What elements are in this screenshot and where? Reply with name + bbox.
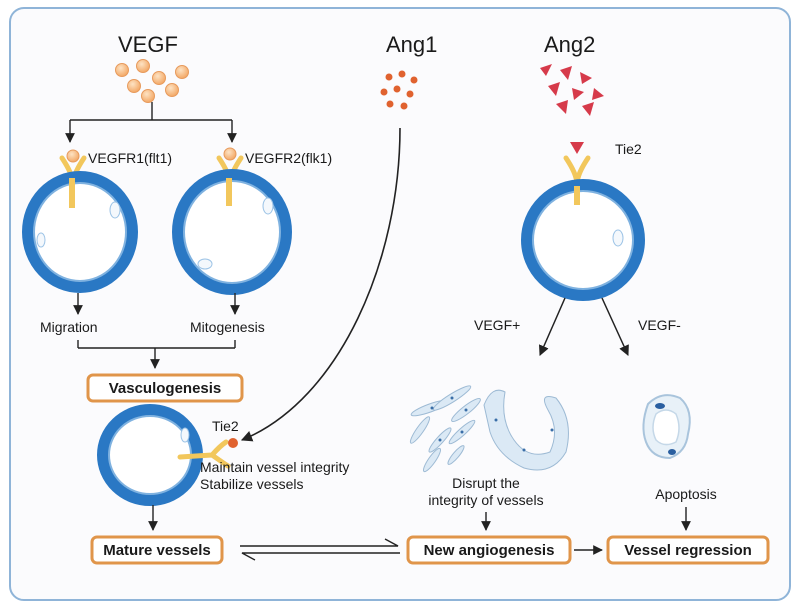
apoptosis-label: Apoptosis xyxy=(655,486,716,502)
sprouting-cell-nuclei xyxy=(430,396,554,452)
vessel-regression-box xyxy=(606,535,770,565)
ang1-label: Ang1 xyxy=(386,32,437,57)
tie2-top-label: Tie2 xyxy=(615,141,642,157)
vessel-regression-text: Vessel regression xyxy=(624,542,752,559)
mature-vessels-box xyxy=(90,535,224,565)
ang2-label: Ang2 xyxy=(544,32,595,57)
disrupt-label-1: Disrupt the xyxy=(452,475,520,491)
ang2-bound-molecule xyxy=(570,142,584,154)
vasculogenesis-text: Vasculogenesis xyxy=(109,380,222,397)
disrupt-label-2: integrity of vessels xyxy=(428,492,543,508)
vegfr1-label: VEGFR1(flt1) xyxy=(88,150,172,166)
regressing-vessel xyxy=(642,394,691,460)
vessel-cell-left xyxy=(22,171,138,293)
maintain-label: Maintain vessel integrity xyxy=(200,459,349,475)
migration-label: Migration xyxy=(40,319,98,335)
new-angiogenesis-box xyxy=(406,535,572,565)
mitogenesis-label: Mitogenesis xyxy=(190,319,265,335)
figure-frame xyxy=(9,7,791,601)
stabilize-label: Stabilize vessels xyxy=(200,476,304,492)
vegf-plus-label: VEGF+ xyxy=(474,317,520,333)
vessel-cell-right xyxy=(521,179,645,301)
arrow-vegf-minus xyxy=(601,297,629,356)
vegfr2-label: VEGFR2(flk1) xyxy=(245,150,332,166)
ang1-to-tie2-arrow xyxy=(240,127,401,442)
equilibrium-arrows xyxy=(240,538,400,561)
mature-vessels-text: Mature vessels xyxy=(103,542,211,559)
merge-to-vasculogenesis xyxy=(77,340,236,369)
vessel-cell-mature xyxy=(97,404,238,506)
vessel-cell-middle xyxy=(172,169,292,295)
vegf-minus-label: VEGF- xyxy=(638,317,681,333)
vasculogenesis-box xyxy=(86,373,244,403)
ang1-molecules xyxy=(380,70,418,110)
arrow-vegf-plus xyxy=(538,297,566,356)
new-angiogenesis-text: New angiogenesis xyxy=(424,542,555,559)
vegf-molecules xyxy=(115,59,189,103)
tie2-mid-label: Tie2 xyxy=(212,418,239,434)
vegf-split-arrows xyxy=(65,102,237,143)
vegf-label: VEGF xyxy=(118,32,178,57)
ang2-molecules xyxy=(540,64,604,116)
